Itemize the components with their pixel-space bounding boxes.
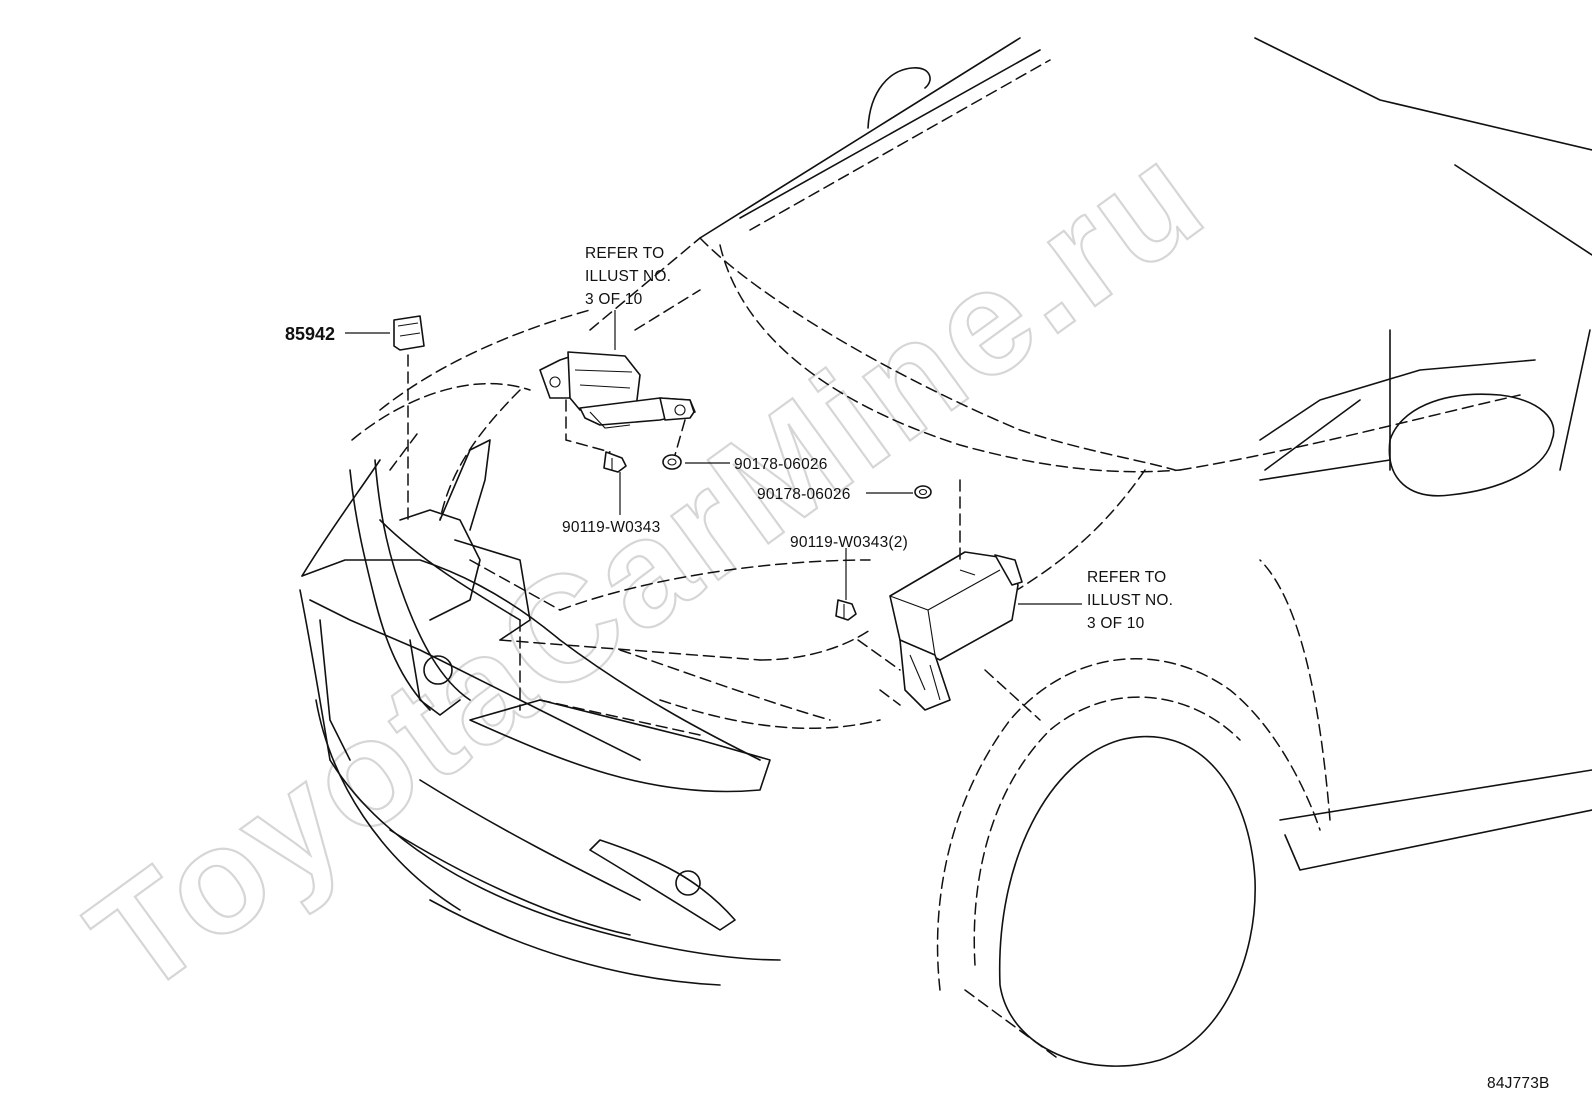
label-refer-right-2: ILLUST NO. [1087,592,1173,609]
label-refer-left-2: ILLUST NO. [585,268,671,285]
leader-lines [345,310,1082,605]
diagram-code: 84J773B [1487,1075,1550,1092]
label-nut-right: 90178-06026 [757,486,851,503]
connector-85942 [393,315,425,526]
label-bolt-left: 90119-W0343 [562,519,660,536]
label-nut-left: 90178-06026 [734,456,828,473]
car-body-outline [299,37,1592,1067]
bracket-sensor-left [539,351,696,456]
nut-right [914,485,932,499]
label-refer-left-1: REFER TO [585,245,664,262]
relay-box-right [857,479,1023,711]
nut-left [662,454,682,470]
label-refer-right-3: 3 OF 10 [1087,615,1145,632]
bolt-right [835,599,857,621]
label-85942: 85942 [285,324,335,344]
label-refer-left-3: 3 OF 10 [585,291,643,308]
bolt-left [603,451,627,473]
label-bolt-right: 90119-W0343(2) [790,534,908,551]
label-refer-right-1: REFER TO [1087,569,1166,586]
